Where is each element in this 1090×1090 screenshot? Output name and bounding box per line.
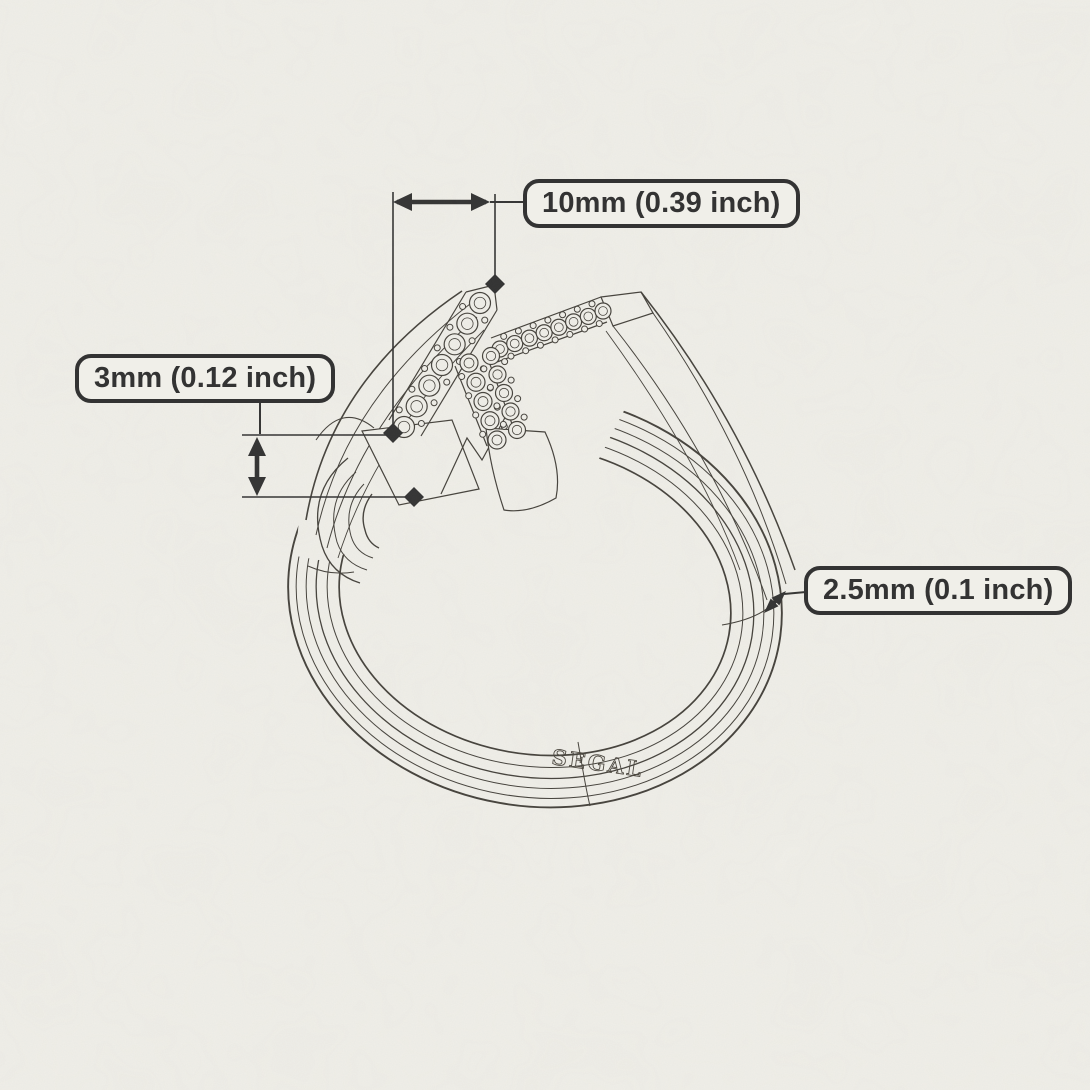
dimension-label-base-height: 3mm (0.12 inch) bbox=[75, 354, 336, 403]
dimension-label-band-thickness: 2.5mm (0.1 inch) bbox=[804, 566, 1073, 615]
dimension-label-initial-width: 10mm (0.39 inch) bbox=[523, 179, 800, 228]
